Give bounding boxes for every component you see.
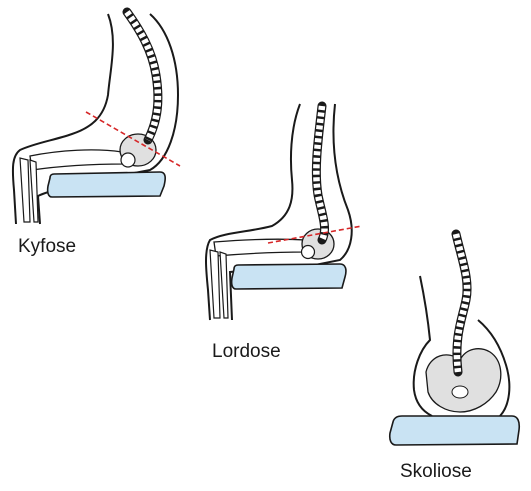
lordose-tibia (210, 250, 228, 318)
lordose-cushion (232, 264, 346, 289)
kyfose-femur (30, 150, 124, 170)
skoliose-figure (390, 234, 519, 445)
lordose-figure (206, 104, 362, 320)
kyfose-spine (127, 12, 158, 140)
kyfose-label: Kyfose (18, 236, 76, 258)
kyfose-cushion (48, 172, 166, 197)
skoliose-cushion (390, 416, 519, 445)
lordose-femur (214, 239, 306, 256)
skoliose-pelvis (426, 349, 501, 412)
kyfose-figure (13, 12, 180, 224)
kyfose-tibia (20, 158, 38, 222)
skoliose-label: Skoliose (400, 461, 472, 483)
skoliose-spine (456, 234, 467, 372)
lordose-label: Lordose (212, 341, 281, 363)
lordose-spine (316, 106, 324, 240)
